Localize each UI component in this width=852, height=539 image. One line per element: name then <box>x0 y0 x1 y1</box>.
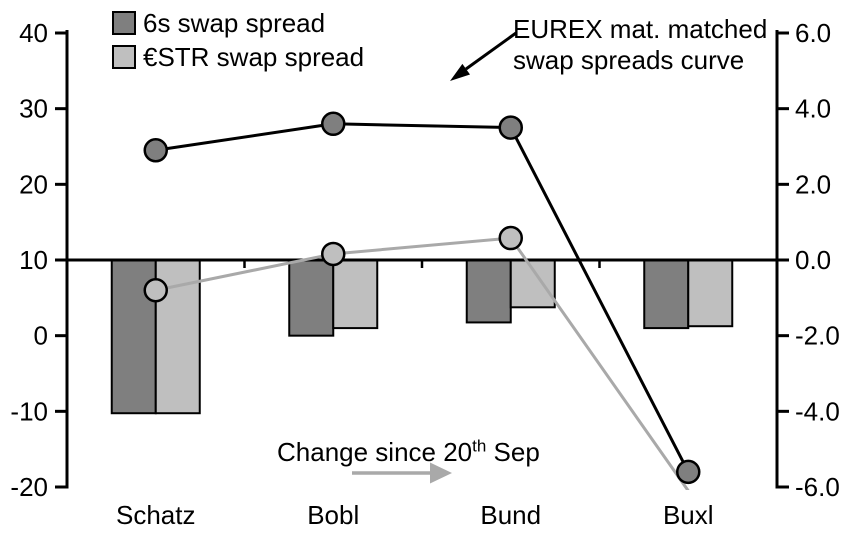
change-annotation-suffix: Sep <box>486 437 540 467</box>
change-annotation-prefix: Change since 20 <box>277 437 473 467</box>
right-axis-tick-label: 6.0 <box>795 18 831 48</box>
left-axis-tick-label: 40 <box>19 18 48 48</box>
line-str-swap-spread-curve <box>155 236 690 490</box>
bar-6s-swap-spread-change-bobl <box>288 259 335 337</box>
marker-6s-swap-spread-curve-bobl <box>321 111 346 137</box>
curve-annotation-line2: swap spreads curve <box>513 45 745 75</box>
right-axis-tick-label: 2.0 <box>795 169 831 199</box>
right-axis-tick-label: 0.0 <box>795 245 831 275</box>
marker-6s-swap-spread-curve-bund <box>498 115 523 140</box>
legend-label-estr: €STR swap spread <box>143 42 365 72</box>
left-axis-tick-label: 30 <box>19 94 48 124</box>
bar-str-swap-spread-change-buxl <box>687 259 734 328</box>
category-label-buxl: Buxl <box>663 500 714 530</box>
legend-label-6s: 6s swap spread <box>143 8 326 38</box>
category-label-bund: Bund <box>480 500 541 530</box>
change-annotation-arrowhead-icon <box>430 462 452 484</box>
legend: 6s swap spread €STR swap spread <box>112 9 364 77</box>
change-annotation: Change since 20th Sep <box>277 436 540 468</box>
left-axis-tick-label: -20 <box>10 472 48 502</box>
marker-str-swap-spread-curve-schatz <box>143 278 168 303</box>
curve-annotation-arrow-icon <box>465 31 517 71</box>
bar-str-swap-spread-change-bobl <box>332 259 379 330</box>
curve-annotation-line1: EUREX mat. matched <box>513 14 768 44</box>
right-axis-tick-label: -2.0 <box>795 321 840 351</box>
curve-annotation-arrowhead-icon <box>450 63 470 81</box>
left-axis-tick-label: 10 <box>19 245 48 275</box>
marker-str-swap-spread-curve-bobl <box>321 241 346 267</box>
right-axis-tick-label: -4.0 <box>795 396 840 426</box>
bar-6s-swap-spread-change-buxl <box>643 259 690 330</box>
left-axis-tick-label: -10 <box>10 396 48 426</box>
marker-str-swap-spread-curve-bund <box>498 225 523 251</box>
right-axis-tick-label: -6.0 <box>795 472 840 502</box>
right-axis-tick-label: 4.0 <box>795 94 831 124</box>
legend-swatch-6s-icon <box>112 11 136 35</box>
line-6s-swap-spread-curve <box>155 122 690 473</box>
category-label-schatz: Schatz <box>116 500 196 530</box>
curve-annotation: EUREX mat. matched swap spreads curve <box>513 14 767 76</box>
bar-6s-swap-spread-change-bund <box>465 259 512 324</box>
marker-6s-swap-spread-curve-buxl <box>676 459 701 485</box>
left-axis-tick-label: 20 <box>19 169 48 199</box>
category-label-bobl: Bobl <box>307 500 359 530</box>
left-axis-tick-label: 0 <box>34 321 48 351</box>
legend-item-estr: €STR swap spread <box>112 43 364 71</box>
marker-6s-swap-spread-curve-schatz <box>143 138 168 163</box>
legend-swatch-estr-icon <box>112 45 136 69</box>
legend-item-6s: 6s swap spread <box>112 9 364 37</box>
change-annotation-superscript: th <box>472 436 487 456</box>
